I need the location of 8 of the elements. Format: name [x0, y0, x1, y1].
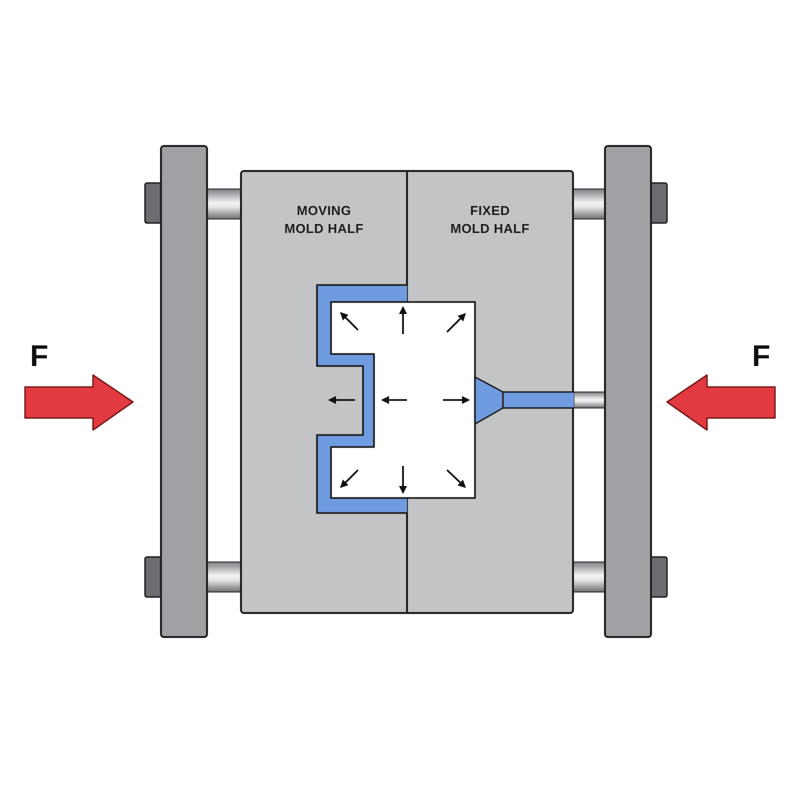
force-label: F [752, 342, 770, 372]
mold-half-label: MOVING MOLD HALF [284, 202, 364, 238]
platen [604, 145, 652, 638]
platen [160, 145, 208, 638]
mold-half-block [408, 170, 574, 614]
mold-half-block [240, 170, 408, 614]
mold-half-label: FIXED MOLD HALF [450, 202, 530, 238]
force-label: F [30, 342, 48, 372]
